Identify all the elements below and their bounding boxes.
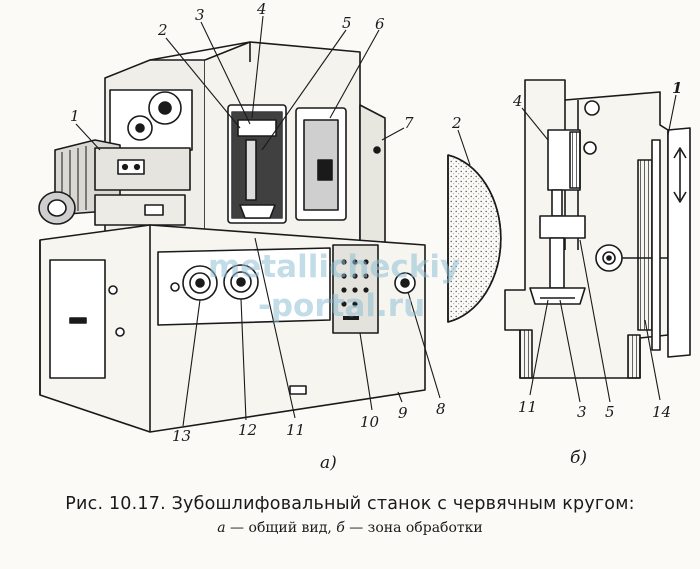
label-b-5: 5 (605, 403, 615, 421)
label-a-13: 13 (172, 427, 191, 445)
caption-item-a-text: — общий вид, (225, 520, 337, 536)
labels-view-a: 1 2 3 4 5 6 7 8 9 10 11 12 13 а) (70, 0, 446, 473)
leader-lines-b (457, 94, 677, 403)
caption-item-a-letter: а (217, 520, 226, 536)
label-a-1: 1 (70, 107, 80, 125)
label-a-10: 10 (360, 413, 380, 431)
figure-caption: Рис. 10.17. Зубошлифовальный станок с че… (0, 492, 700, 540)
caption-title: Рис. 10.17. Зубошлифовальный станок с че… (65, 494, 635, 514)
label-a-4: 4 (256, 0, 267, 18)
label-a-11: 11 (286, 421, 305, 439)
machine-general-view (38, 41, 426, 433)
label-a-5: 5 (342, 14, 352, 32)
label-b-4: 4 (512, 92, 523, 110)
label-b-14: 14 (652, 403, 671, 421)
label-b-3: 3 (577, 403, 587, 421)
watermark: metallicheckiy -portal.ru (208, 249, 460, 324)
svg-text:-portal.ru: -portal.ru (258, 288, 425, 324)
subfigure-label-a: а) (320, 453, 337, 473)
label-b-11: 11 (518, 398, 537, 416)
label-a-12: 12 (238, 421, 257, 439)
label-a-3: 3 (195, 6, 205, 24)
label-a-6: 6 (375, 15, 385, 33)
label-a-9: 9 (398, 404, 408, 422)
label-a-8: 8 (436, 400, 446, 418)
label-b-2: 2 (451, 114, 462, 132)
caption-item-b-letter: б (336, 520, 345, 536)
label-a-2: 2 (157, 21, 168, 39)
label-a-7: 7 (404, 114, 414, 132)
subfigure-label-b: б) (570, 448, 587, 468)
caption-legend: а — общий вид, б — зона обработки (0, 516, 700, 540)
label-b-1: 1 (672, 79, 682, 97)
svg-text:metallicheckiy: metallicheckiy (208, 249, 460, 285)
processing-zone-view (447, 79, 691, 379)
leader-lines-a (75, 15, 441, 427)
labels-view-b: 1 2 4 11 3 5 14 б) (451, 79, 682, 468)
caption-item-b-text: — зона обработки (344, 520, 483, 536)
